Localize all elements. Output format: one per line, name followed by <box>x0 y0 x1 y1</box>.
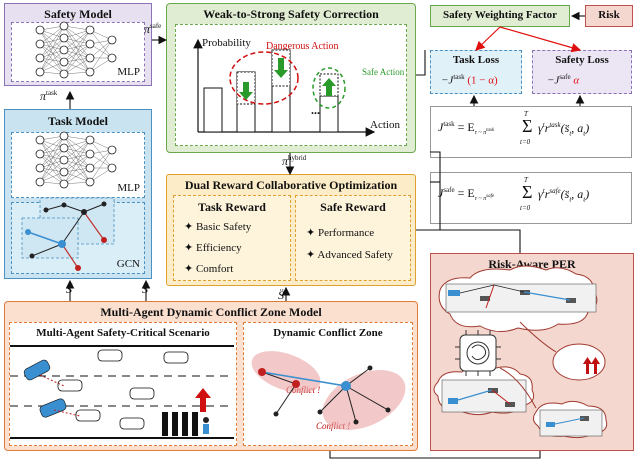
pi-task-label: πtask <box>40 89 58 103</box>
s-tilde-label-2: S̃ <box>142 282 148 296</box>
probability-label: Probability <box>202 37 251 49</box>
red-weight-arrows <box>475 26 582 53</box>
safety-mlp-network <box>35 21 117 79</box>
action-label: Action <box>370 119 400 131</box>
safe-reward-box: Safe Reward ✦ Performance ✦ Advanced Saf… <box>295 195 411 281</box>
zone-title: Dynamic Conflict Zone <box>273 327 383 339</box>
scenario-title: Multi-Agent Safety-Critical Scenario <box>36 327 210 339</box>
priority-up-icon <box>583 357 600 374</box>
bullet-icon: ✦ <box>184 221 194 233</box>
task-loss-box: Task Loss −Jtask (1 − α) <box>430 50 522 94</box>
correction-title: Weak-to-Strong Safety Correction <box>203 7 379 21</box>
safety-model-panel: Safety Model MLP <box>4 3 152 86</box>
bullet-icon: ✦ <box>184 263 194 275</box>
warning-up-arrow-icon <box>195 388 211 412</box>
pi-safe-label: πsafe <box>144 22 162 36</box>
flow-arrows <box>65 11 585 459</box>
task-mlp-frame: MLP <box>11 132 145 198</box>
scenario-links <box>39 374 81 417</box>
bullet-icon: ✦ <box>306 249 316 261</box>
pedestrian-icon <box>203 417 209 434</box>
s-tilde-label-1: S̃ <box>66 282 72 296</box>
safety-loss-expr: −Jsafe α <box>547 73 580 87</box>
safety-loss-label: Safety Loss <box>555 54 609 66</box>
pi-hybrid-label: πhybrid <box>282 154 307 168</box>
task-reward-title: Task Reward <box>198 200 266 214</box>
task-mlp-label: MLP <box>117 182 140 194</box>
up-arrow-icon <box>322 78 336 96</box>
gcn-graph <box>21 197 115 271</box>
task-loss-label: Task Loss <box>452 54 500 66</box>
task-reward-item-2: ✦ Comfort <box>184 263 234 275</box>
equation-safe: Jsafe = Eτ ~ πsafe <box>438 186 495 203</box>
down-arrow-icon <box>239 58 288 100</box>
task-reward-item-0: ✦ Basic Safety <box>184 221 252 233</box>
safe-action-label: Safe Action <box>362 67 405 77</box>
safety-model-title: Safety Model <box>44 7 112 21</box>
per-clouds <box>433 265 608 439</box>
ellipsis-label: ... <box>311 103 320 117</box>
task-reward-item-1: ✦ Efficiency <box>184 242 242 254</box>
car-icons <box>23 349 189 430</box>
weighting-factor-box: Safety Weighting Factor <box>430 5 570 27</box>
risk-label: Risk <box>598 9 620 21</box>
s-ddot-label: S̈ <box>278 288 284 302</box>
conflict-zone-graph <box>251 351 406 431</box>
safety-loss-box: Safety Loss −Jsafe α <box>532 50 632 94</box>
brain-chip-icon <box>455 330 501 376</box>
bullet-icon: ✦ <box>184 242 194 254</box>
safe-reward-title: Safe Reward <box>320 200 386 214</box>
safety-mlp-label: MLP <box>117 66 140 78</box>
conflict-model-title: Multi-Agent Dynamic Conflict Zone Model <box>100 305 322 319</box>
correction-panel: Weak-to-Strong Safety Correction Probabi… <box>166 3 416 153</box>
safe-reward-item-0: ✦ Performance <box>306 227 375 239</box>
safety-mlp-frame: MLP <box>11 22 145 82</box>
task-mlp-network <box>35 131 117 189</box>
safe-reward-item-1: ✦ Advanced Safety <box>306 249 393 261</box>
risk-box: Risk <box>585 5 633 27</box>
weighting-factor-label: Safety Weighting Factor <box>442 9 558 21</box>
dual-reward-panel: Dual Reward Collaborative Optimization T… <box>166 174 416 286</box>
dual-reward-title: Dual Reward Collaborative Optimization <box>184 178 398 192</box>
equation-task-frame <box>430 106 632 158</box>
equation-safe-frame <box>430 172 632 224</box>
dangerous-action-label: Dangerous Action <box>266 41 339 52</box>
task-model-title: Task Model <box>48 114 108 128</box>
task-reward-box: Task Reward ✦ Basic Safety ✦ Efficiency … <box>173 195 291 281</box>
task-loss-expr: −Jtask (1 − α) <box>441 73 498 87</box>
equation-task: Jtask = Eτ ~ πtask <box>438 120 495 137</box>
gcn-label: GCN <box>116 258 140 270</box>
bullet-icon: ✦ <box>306 227 316 239</box>
correction-bar-chart <box>193 38 376 137</box>
